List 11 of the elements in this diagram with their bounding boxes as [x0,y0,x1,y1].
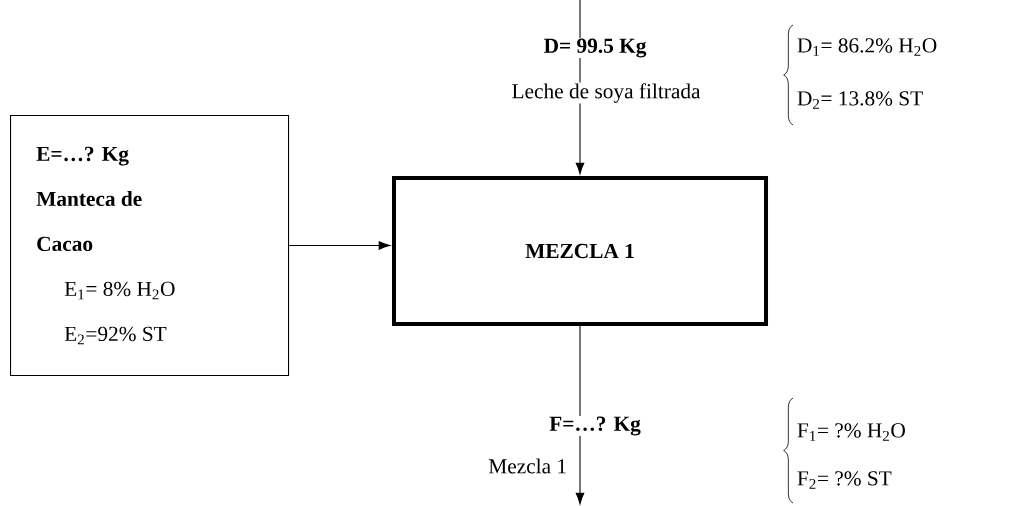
stream-label: F$_{1}$= ?% H$_{2}$O [797,423,905,441]
stream-label: Leche de soya filtrada [510,82,702,104]
arrow [288,241,391,250]
stream-label: D$_{2}$= 13.8% ST [797,91,923,109]
process-box: MEZCLA 1 [392,176,768,326]
stream-label: D$_{1}$= 86.2% H$_{2}$O [797,38,937,56]
stream-label: D= 99.5 Kg [542,37,648,59]
stream-label: Mezcla 1 [488,458,566,474]
stream-label: F=…? Kg [548,415,642,437]
input-box: E=…? Kg Manteca de Cacao E$_{1}$= 8% H$_{2}$O E$_{2}$=92% ST [10,115,290,377]
stream-label: F$_{2}$= ?% ST [797,471,892,489]
